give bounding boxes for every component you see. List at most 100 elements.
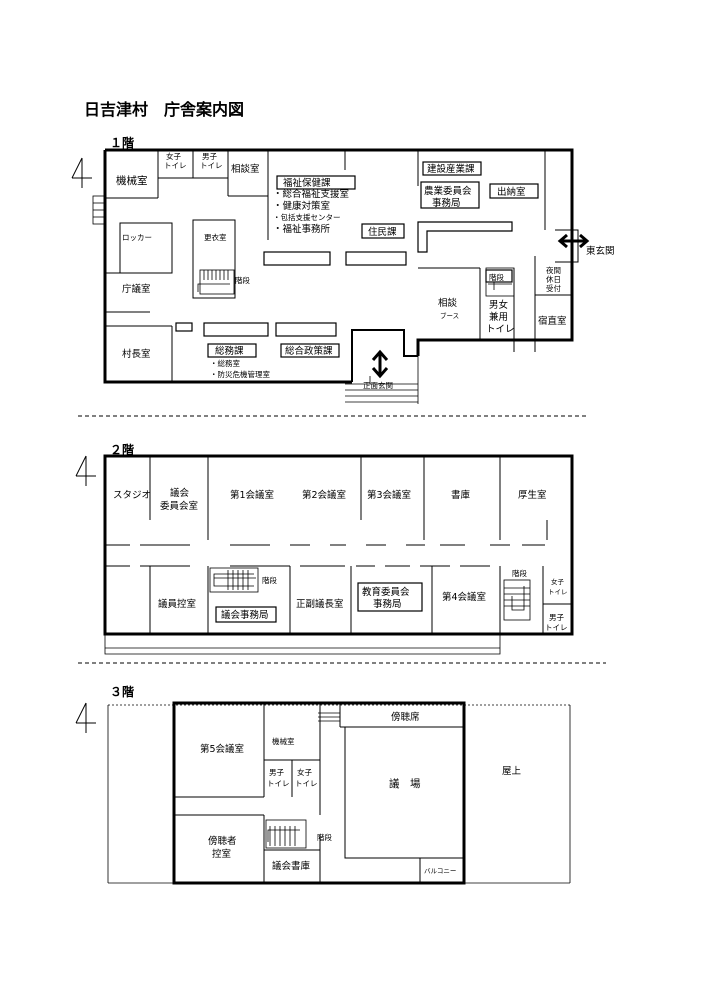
room-archive: 書庫 xyxy=(451,489,471,501)
label-main-entrance: 正面玄関 xyxy=(363,380,393,390)
room-men-toilet: 男子 xyxy=(202,152,217,161)
room-council-archive: 議会書庫 xyxy=(272,860,311,872)
room-education-board: 教育委員会 xyxy=(362,586,410,598)
room-meeting-2: 第2会議室 xyxy=(302,489,346,501)
room-council-committee: 議会 xyxy=(170,487,190,499)
room-night-duty: 宿直室 xyxy=(538,315,567,327)
floor-2-plan: ２階 xyxy=(75,442,574,655)
room-agri-committee: 農業委員会 xyxy=(424,185,472,197)
roof-outline xyxy=(107,704,571,884)
room-meeting-5: 第5会議室 xyxy=(200,743,244,755)
room-council-office: 議会事務局 xyxy=(221,609,269,621)
room-machine: 機械室 xyxy=(116,174,148,187)
page-title: 日吉津村 庁舎案内図 xyxy=(84,100,244,119)
room-construction-box xyxy=(422,161,482,176)
room-residents-box xyxy=(361,223,405,239)
room-public-gallery: 傍聴席 xyxy=(391,711,420,723)
stairs-label-box xyxy=(485,269,513,283)
room-rooftop: 屋上 xyxy=(502,766,522,777)
room-welfare-item: ・福祉事務所 xyxy=(273,223,331,235)
room-policy-box xyxy=(280,343,340,358)
room-consultation: 相談室 xyxy=(231,163,260,175)
room-treasury-box xyxy=(489,183,539,199)
floor-3-plan: ３階 xyxy=(75,684,571,885)
floor-1-partitions xyxy=(105,150,572,382)
room-studio: スタジオ xyxy=(113,490,151,501)
room-welfare-box xyxy=(276,175,356,190)
room-treasury: 出納室 xyxy=(497,186,526,198)
label-east-entrance: 東玄関 xyxy=(586,245,615,257)
room-unisex-toilet: 男女 xyxy=(489,299,508,311)
floor-1-plan: １階 xyxy=(71,135,615,404)
room-women-toilet: トイレ xyxy=(295,779,318,788)
floor-1-label: １階 xyxy=(110,135,134,150)
room-education-box xyxy=(357,582,423,612)
room-welfare-item: ・包括支援センター xyxy=(273,212,341,222)
room-construction: 建設産業課 xyxy=(427,163,475,175)
room-education-board: 事務局 xyxy=(373,598,402,610)
floor-2-label: ２階 xyxy=(110,442,134,457)
room-general-affairs-item: ・総務室 xyxy=(210,358,240,368)
label-stairs-east: 階段 xyxy=(512,568,527,578)
label-stairs-west: 階段 xyxy=(262,575,277,585)
room-council-office-box xyxy=(215,606,277,623)
stairs-icon xyxy=(503,579,531,621)
room-policy: 総合政策課 xyxy=(285,345,333,357)
room-changing: 更衣室 xyxy=(204,232,227,242)
room-chair-office: 正副議長室 xyxy=(296,598,344,610)
floor-1-counters xyxy=(175,221,513,337)
label-stairs: 階段 xyxy=(317,832,332,842)
room-men-toilet: トイレ xyxy=(267,779,290,788)
stairs-icon xyxy=(209,567,259,593)
label-night-reception: 夜間 xyxy=(546,265,561,275)
room-executive-meeting: 庁議室 xyxy=(122,283,151,295)
room-unisex-toilet: トイレ xyxy=(486,324,515,335)
room-welfare: 福祉保健課 xyxy=(283,177,331,189)
room-men-toilet: トイレ xyxy=(200,161,223,170)
room-machine: 機械室 xyxy=(272,736,295,746)
room-general-affairs-box xyxy=(207,343,257,358)
side-steps-west xyxy=(92,195,106,225)
room-council-committee: 委員会室 xyxy=(160,500,198,512)
stairs-icon xyxy=(265,819,307,849)
room-assembly-hall: 議 場 xyxy=(389,777,421,790)
label-night-reception: 受付 xyxy=(546,283,561,293)
room-women-toilet: トイレ xyxy=(164,161,187,170)
room-gallery-waiting: 傍聴者 xyxy=(208,835,237,847)
room-consult-booth: 相談 xyxy=(438,297,458,309)
vent-lines xyxy=(318,712,340,722)
room-residents: 住民課 xyxy=(368,226,397,238)
room-general-affairs-item: ・防災危機管理室 xyxy=(210,369,270,379)
room-men-toilet: 男子 xyxy=(549,613,564,622)
floor-2-partitions xyxy=(105,456,572,634)
north-arrow-icon xyxy=(75,702,96,733)
room-women-toilet: 女子 xyxy=(166,151,181,161)
room-locker: ロッカー xyxy=(122,233,152,242)
floor-3-partitions xyxy=(174,703,464,883)
room-welfare-lounge: 厚生室 xyxy=(518,489,547,501)
north-arrow-icon xyxy=(71,157,92,188)
east-entrance-arrow-icon xyxy=(557,233,590,249)
room-unisex-toilet: 兼用 xyxy=(489,311,508,323)
room-agri-committee: 事務局 xyxy=(432,197,461,209)
room-consult-booth: ブース xyxy=(440,311,459,320)
floor-3-label: ３階 xyxy=(110,684,134,699)
room-agri-box xyxy=(420,181,480,209)
room-women-toilet: トイレ xyxy=(548,588,568,596)
front-steps xyxy=(345,356,419,404)
room-men-toilet: トイレ xyxy=(545,623,568,632)
room-gallery-waiting: 控室 xyxy=(212,848,231,860)
main-entrance-arrow-icon xyxy=(371,349,389,379)
room-meeting-4: 第4会議室 xyxy=(442,591,486,603)
label-stairs: 階段 xyxy=(235,275,250,285)
room-welfare-item: ・総合福祉支援室 xyxy=(273,188,349,200)
label-night-reception: 休日 xyxy=(546,274,561,284)
label-stairs-east: 階段 xyxy=(489,272,504,282)
room-meeting-1: 第1会議室 xyxy=(230,489,274,501)
room-women-toilet: 女子 xyxy=(297,767,312,777)
room-village-chief: 村長室 xyxy=(122,348,151,360)
room-welfare-item: ・健康対策室 xyxy=(273,200,330,212)
room-councillor-waiting: 議員控室 xyxy=(158,598,196,610)
room-women-toilet: 女子 xyxy=(551,577,565,586)
